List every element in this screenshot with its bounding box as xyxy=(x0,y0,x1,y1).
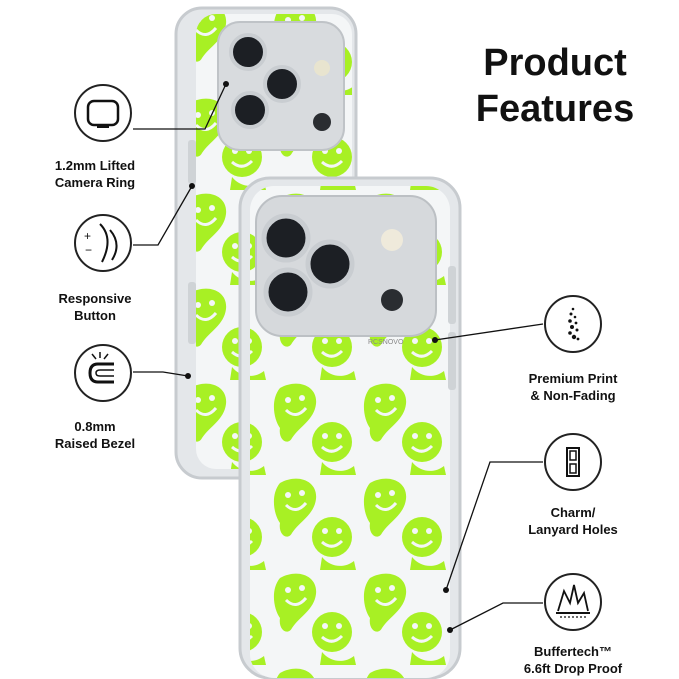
drop-proof-icon xyxy=(544,573,602,631)
brand-mark: RCSNOVO xyxy=(368,339,404,346)
feature-print-label: Premium Print& Non-Fading xyxy=(528,371,618,403)
lanyard-hole-icon xyxy=(544,433,602,491)
feature-lanyard-label: Charm/Lanyard Holes xyxy=(528,505,618,537)
title-line-1: Product xyxy=(483,42,627,84)
camera-ring-icon xyxy=(74,84,132,142)
button-icon: +− xyxy=(74,214,132,272)
callout-lines xyxy=(133,83,544,631)
bezel-icon xyxy=(74,344,132,402)
front-phone xyxy=(238,176,462,679)
title-line-2: Features xyxy=(475,88,635,130)
svg-text:+: + xyxy=(84,229,91,243)
print-icon xyxy=(544,295,602,353)
page-title: Product Features xyxy=(440,40,670,132)
svg-text:−: − xyxy=(85,243,92,257)
